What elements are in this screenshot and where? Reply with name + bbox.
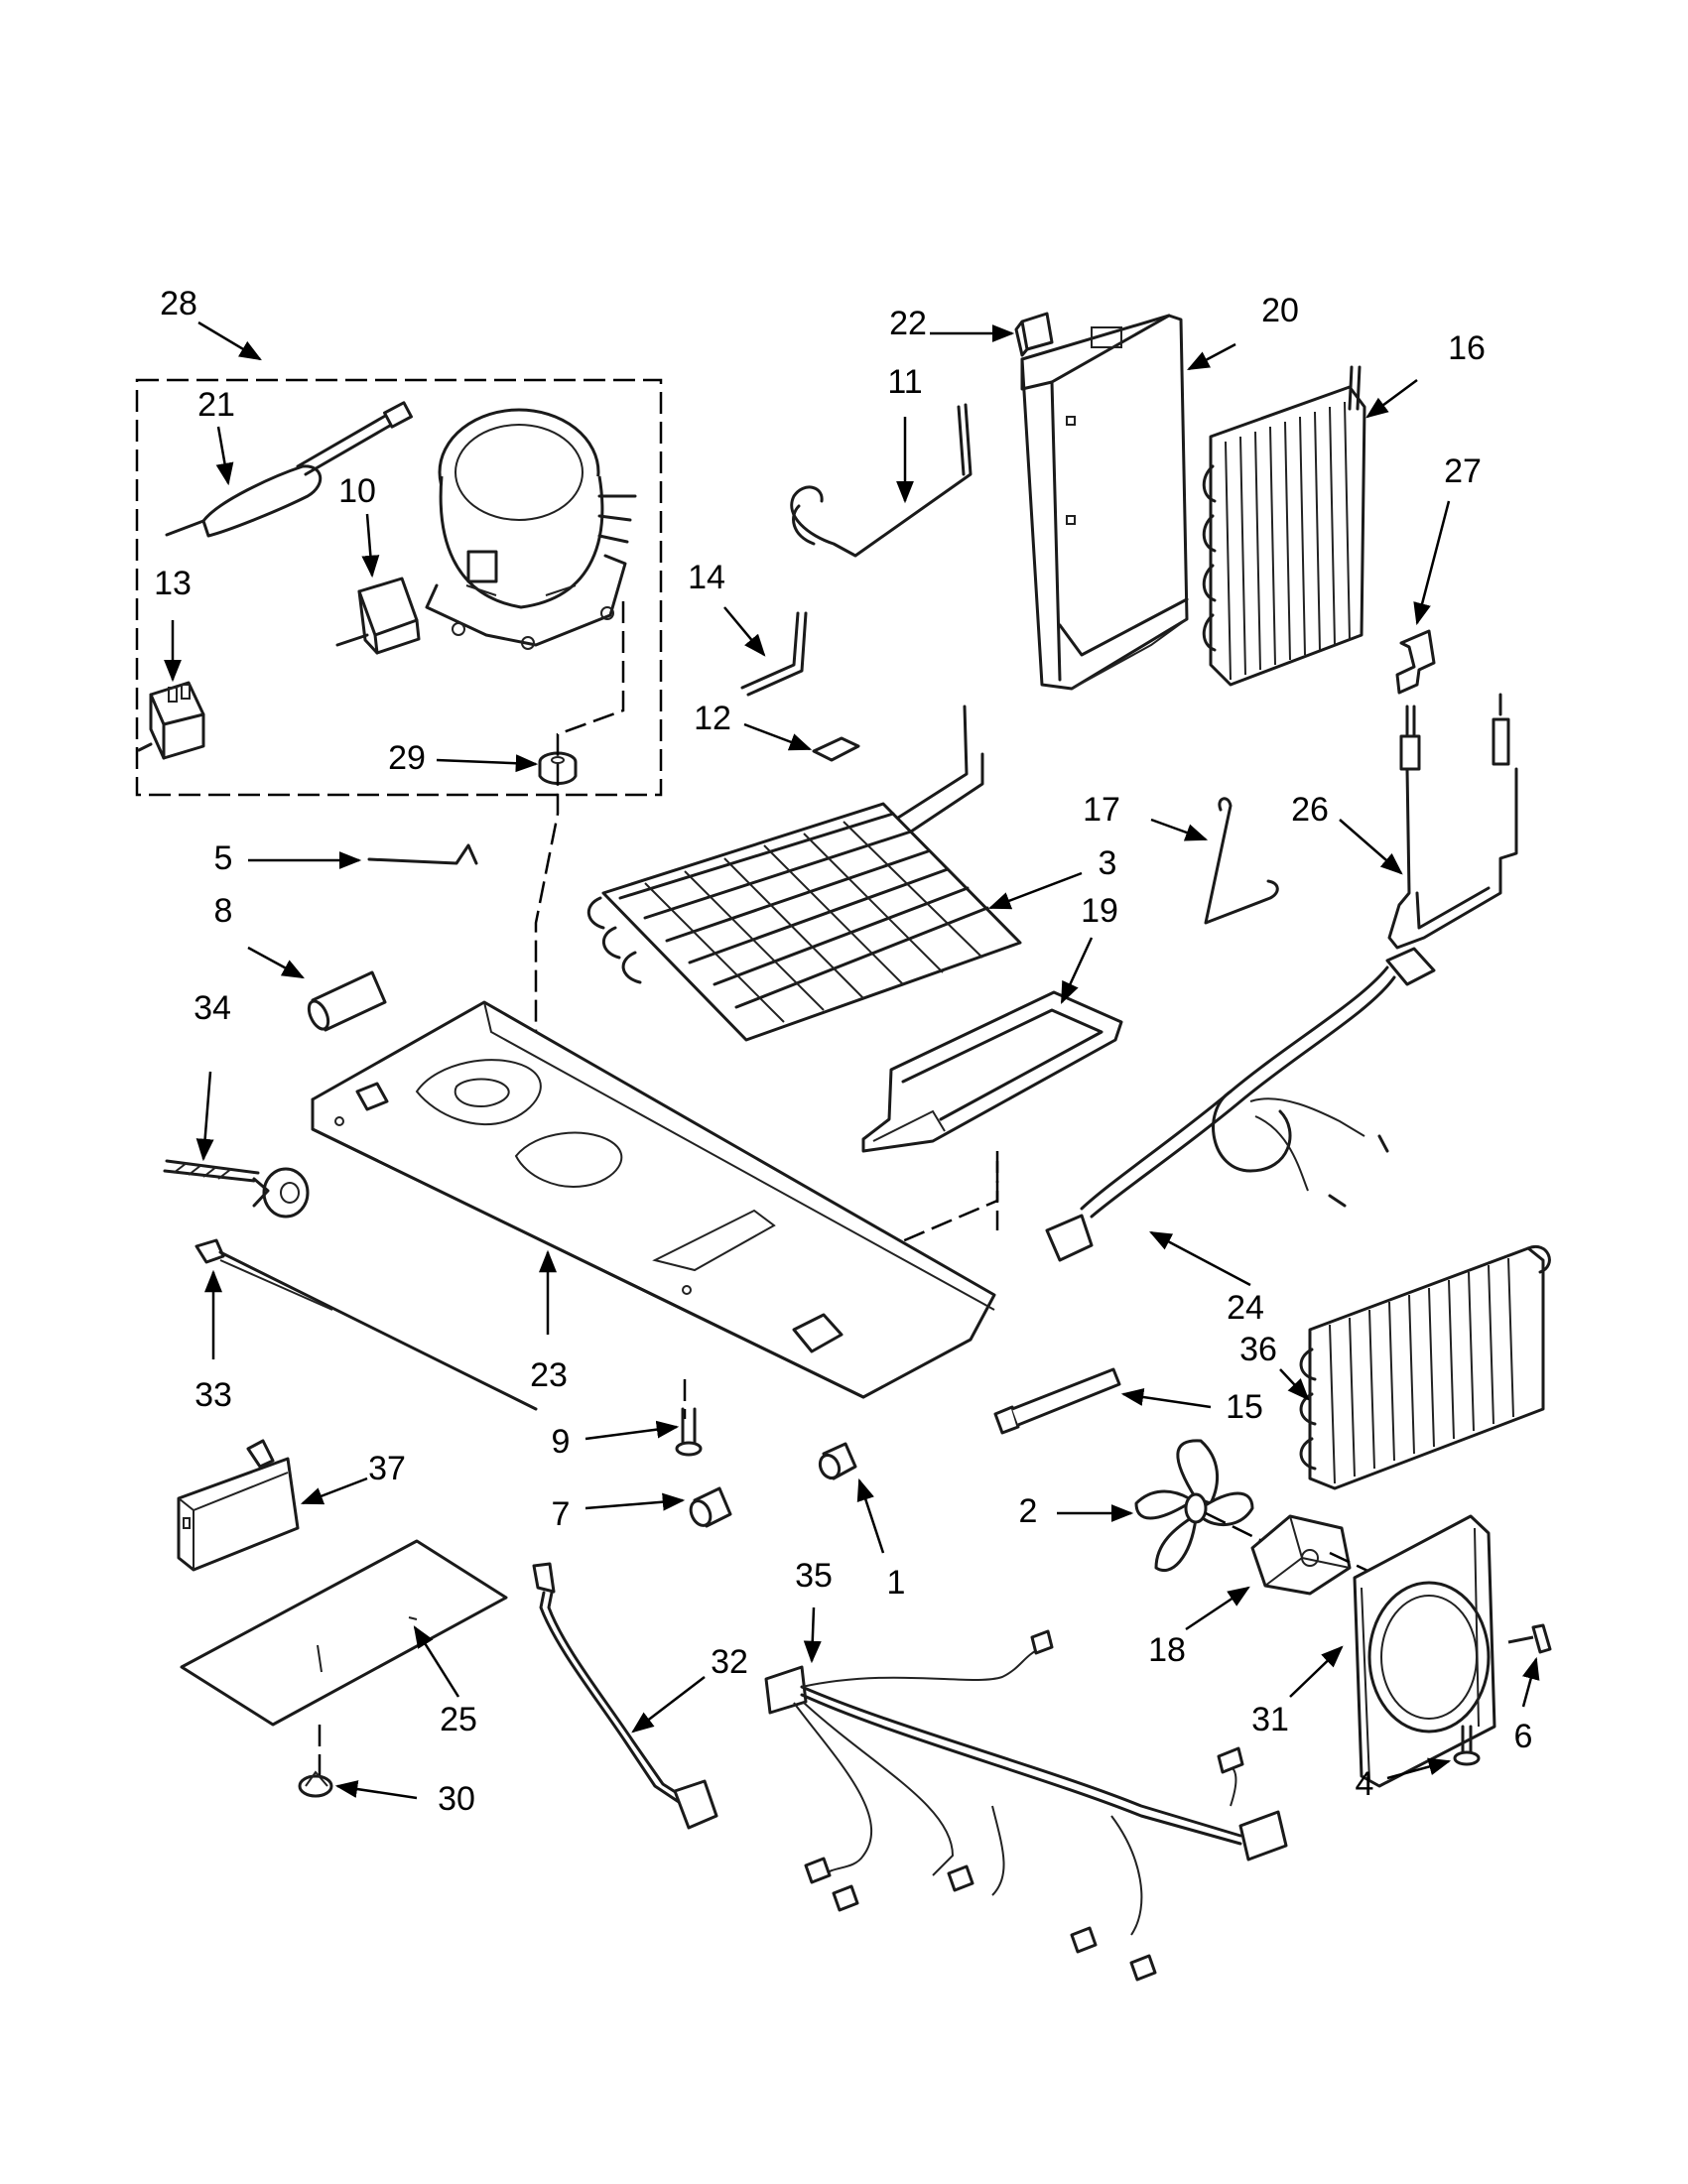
compressor-assembly-box bbox=[135, 378, 663, 797]
callout-24: 24 bbox=[1227, 1289, 1264, 1327]
evaporator-inlet-tube bbox=[871, 705, 984, 845]
callout-19: 19 bbox=[1081, 892, 1118, 930]
callout-25: 25 bbox=[440, 1701, 477, 1738]
fan-motor-illustration bbox=[1250, 1514, 1352, 1596]
callout-35: 35 bbox=[795, 1557, 833, 1595]
relay-illustration bbox=[137, 681, 205, 760]
filter-drier-illustration bbox=[165, 401, 413, 538]
bracket-illustration bbox=[1395, 629, 1436, 695]
insulation-sheet-illustration bbox=[180, 1539, 508, 1776]
callout-13: 13 bbox=[154, 565, 192, 602]
callout-18: 18 bbox=[1148, 1631, 1186, 1669]
grommet-1-illustration bbox=[818, 1442, 857, 1480]
callout-15: 15 bbox=[1226, 1388, 1263, 1426]
callout-7: 7 bbox=[552, 1495, 571, 1533]
callout-17: 17 bbox=[1083, 791, 1120, 829]
callout-22: 22 bbox=[889, 305, 927, 342]
callout-4: 4 bbox=[1356, 1765, 1374, 1803]
callout-20: 20 bbox=[1261, 292, 1299, 329]
overload-illustration bbox=[335, 577, 421, 655]
screw-5-illustration bbox=[367, 843, 478, 865]
baseplate-illustration bbox=[311, 1000, 996, 1399]
cable-tie-15-illustration bbox=[993, 1367, 1121, 1435]
evaporator-illustration bbox=[586, 802, 1022, 1042]
callout-30: 30 bbox=[438, 1780, 475, 1818]
callout-1: 1 bbox=[887, 1564, 906, 1602]
callout-8: 8 bbox=[214, 892, 233, 930]
callout-9: 9 bbox=[552, 1423, 571, 1461]
screw-6-illustration bbox=[1507, 1623, 1552, 1654]
callout-37: 37 bbox=[368, 1450, 406, 1487]
callout-12: 12 bbox=[694, 700, 731, 737]
callout-14: 14 bbox=[688, 559, 725, 596]
fan-shroud-illustration bbox=[1353, 1514, 1496, 1788]
callout-6: 6 bbox=[1514, 1718, 1533, 1755]
clip-30-illustration bbox=[298, 1770, 333, 1798]
sleeve-8-illustration bbox=[307, 970, 387, 1032]
wire-harness-35-illustration bbox=[764, 1629, 1288, 1982]
callout-36: 36 bbox=[1239, 1331, 1277, 1368]
callout-10: 10 bbox=[338, 472, 376, 510]
callout-29: 29 bbox=[388, 739, 426, 777]
callout-labels: 28 21 10 13 29 22 11 20 16 27 14 12 17 2… bbox=[154, 285, 1532, 1818]
callout-27: 27 bbox=[1444, 452, 1482, 490]
fan-blade-illustration bbox=[1134, 1439, 1254, 1572]
drain-pan-illustration bbox=[861, 990, 1123, 1230]
grommet-7-illustration bbox=[689, 1486, 732, 1528]
callout-26: 26 bbox=[1291, 791, 1329, 829]
screw-4-illustration bbox=[1453, 1725, 1481, 1766]
hanger-17-illustration bbox=[1204, 797, 1279, 925]
defrost-heater-33-illustration bbox=[195, 1238, 538, 1411]
callout-2: 2 bbox=[1019, 1492, 1038, 1530]
callout-28: 28 bbox=[160, 285, 197, 322]
callout-23: 23 bbox=[530, 1356, 568, 1394]
thermistor-34-illustration bbox=[163, 1159, 310, 1219]
callout-21: 21 bbox=[197, 386, 235, 424]
callout-16: 16 bbox=[1448, 329, 1486, 367]
callout-33: 33 bbox=[195, 1376, 232, 1414]
callout-31: 31 bbox=[1251, 1701, 1289, 1738]
callout-34: 34 bbox=[194, 989, 231, 1027]
compressor-illustration bbox=[425, 408, 637, 650]
clip-12-illustration bbox=[812, 736, 860, 762]
control-module-illustration bbox=[177, 1439, 300, 1572]
clip-illustration bbox=[1014, 312, 1054, 357]
callout-11: 11 bbox=[887, 363, 922, 401]
suction-tube-illustration bbox=[790, 403, 973, 558]
callout-3: 3 bbox=[1099, 844, 1117, 882]
tube-14-illustration bbox=[740, 611, 808, 697]
evaporator-cover-illustration bbox=[1020, 314, 1189, 691]
condenser-coil-illustration bbox=[1202, 365, 1366, 687]
tube-26-illustration bbox=[1387, 693, 1518, 950]
drain-tube-illustration bbox=[532, 1562, 718, 1830]
condenser-36-illustration bbox=[1299, 1244, 1551, 1490]
callout-32: 32 bbox=[711, 1643, 748, 1681]
screw-9-illustration bbox=[675, 1379, 703, 1457]
compressor-mount-dashline bbox=[534, 601, 625, 1171]
callout-5: 5 bbox=[214, 839, 233, 877]
power-harness-illustration bbox=[1045, 947, 1436, 1262]
leader-lines bbox=[164, 321, 1540, 1800]
